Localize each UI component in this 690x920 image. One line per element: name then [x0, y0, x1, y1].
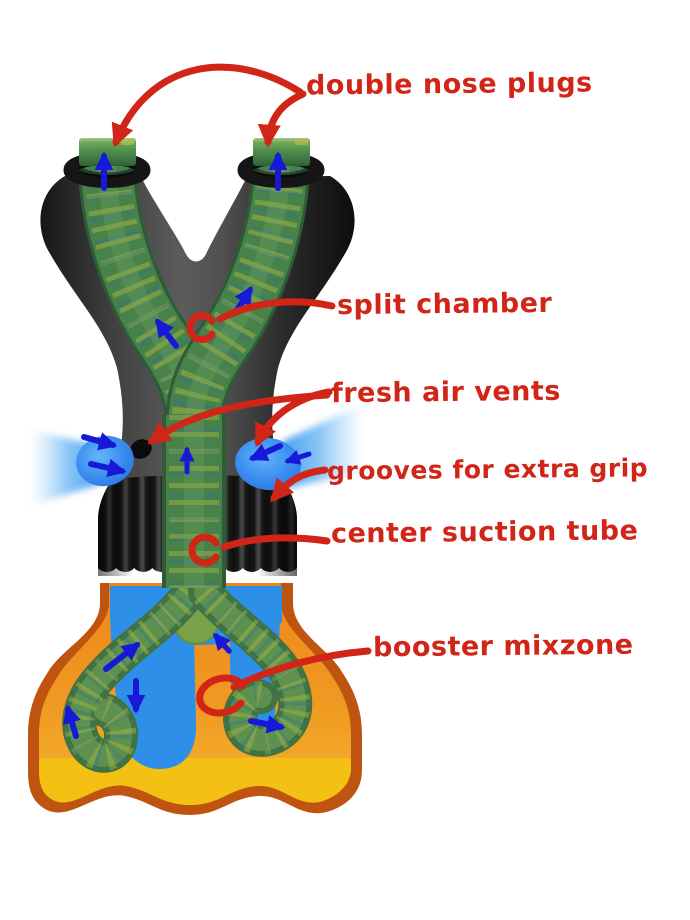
- annotation-arrow-nose-plug-right: [257, 90, 307, 148]
- flow-arrow-left-arm: [155, 318, 179, 349]
- label-booster-mixzone: booster mixzone: [372, 629, 634, 664]
- label-fresh-air-vents: fresh air vents: [330, 375, 562, 410]
- flow-arrow-flask-upleft: [63, 704, 81, 739]
- flow-arrow-vent-left-2: [88, 458, 127, 477]
- flow-arrow-flask-upcenter: [213, 632, 232, 654]
- label-grooves-for-extra-grip: grooves for extra grip: [326, 453, 649, 486]
- annotation-arrow-grooves: [270, 466, 329, 503]
- annotation-line-booster: [230, 647, 372, 691]
- annotation-line-split-chamber: [216, 298, 336, 323]
- label-split-chamber: split chamber: [336, 287, 553, 322]
- annotation-loop-suction-tube: [188, 533, 220, 567]
- annotation-loop-split-chamber: [186, 312, 216, 343]
- air-stream-right: [283, 403, 364, 489]
- annotations: [111, 63, 372, 717]
- flow-arrow-vent-right-1: [248, 443, 283, 461]
- label-center-suction-tube: center suction tube: [330, 515, 639, 550]
- flow-arrow-flask-right: [248, 715, 286, 734]
- tubes: [78, 159, 310, 588]
- annotation-arrow-vent-right: [254, 388, 333, 448]
- annotation-line-suction-tube: [220, 534, 331, 551]
- annotation-loop-booster: [196, 674, 247, 717]
- annotation-arrow-nose-plug-left: [111, 63, 304, 148]
- flow-arrow-vent-right-2: [284, 449, 312, 465]
- mix-hook-right: [188, 575, 313, 757]
- tube-right-arm: [166, 159, 310, 432]
- mix-hook-left: [62, 575, 207, 773]
- label-double-nose-plugs: double nose plugs: [305, 67, 593, 102]
- vent-hole-left: [130, 439, 152, 459]
- flow-arrow-vent-left-1: [81, 432, 118, 451]
- flow-arrow-flask-upright: [103, 642, 141, 672]
- mixer-tubes: [62, 563, 313, 773]
- flow-arrows: [63, 151, 312, 739]
